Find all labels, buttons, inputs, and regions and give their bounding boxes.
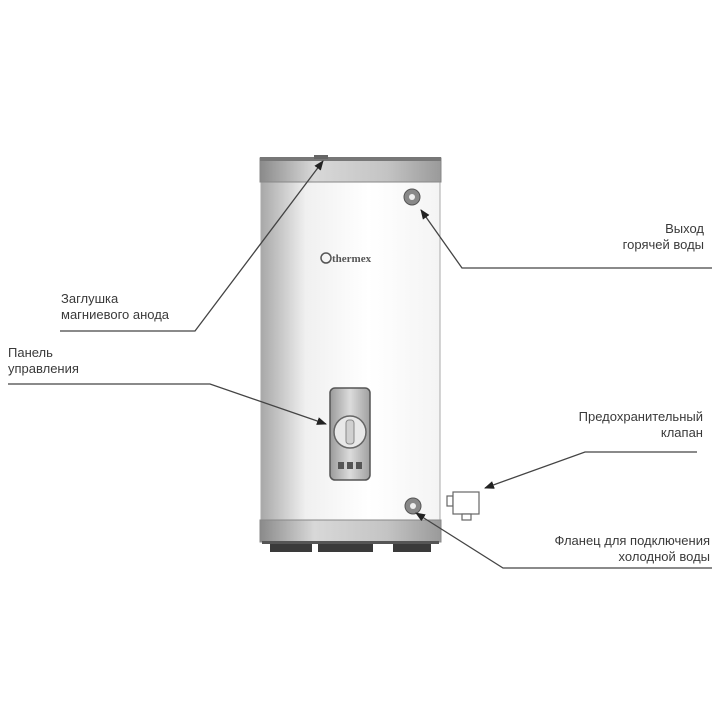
foot — [393, 544, 431, 552]
cold-leader-line — [415, 512, 712, 569]
foot — [270, 544, 312, 552]
label-safety-valve: Предохранительный клапан — [578, 409, 703, 440]
tank-body — [259, 155, 442, 552]
hot-water-outlet — [403, 188, 421, 206]
foot — [318, 544, 373, 552]
thermex-logo: thermex — [320, 252, 372, 265]
control-panel — [329, 387, 371, 481]
hot-leader-line — [420, 209, 712, 269]
label-anode-plug: Заглушка магниевого анода — [61, 291, 170, 322]
svg-text:thermex: thermex — [332, 253, 372, 265]
bottom-band — [259, 519, 442, 543]
indicator — [356, 462, 362, 469]
label-hot-water-outlet: Выход горячей воды — [622, 221, 704, 252]
anode-plug — [314, 155, 328, 159]
label-cold-water-flange: Фланец для подключения холодной воды — [554, 533, 711, 564]
top-band — [259, 157, 442, 183]
indicator — [347, 462, 353, 469]
label-control-panel: Панель управления — [8, 345, 79, 376]
valve-leader-line — [484, 451, 697, 489]
indicator — [338, 462, 344, 469]
anode-leader-line — [60, 160, 324, 332]
safety-valve — [446, 491, 480, 521]
panel-leader-line — [8, 383, 327, 425]
cold-water-flange — [404, 497, 422, 515]
